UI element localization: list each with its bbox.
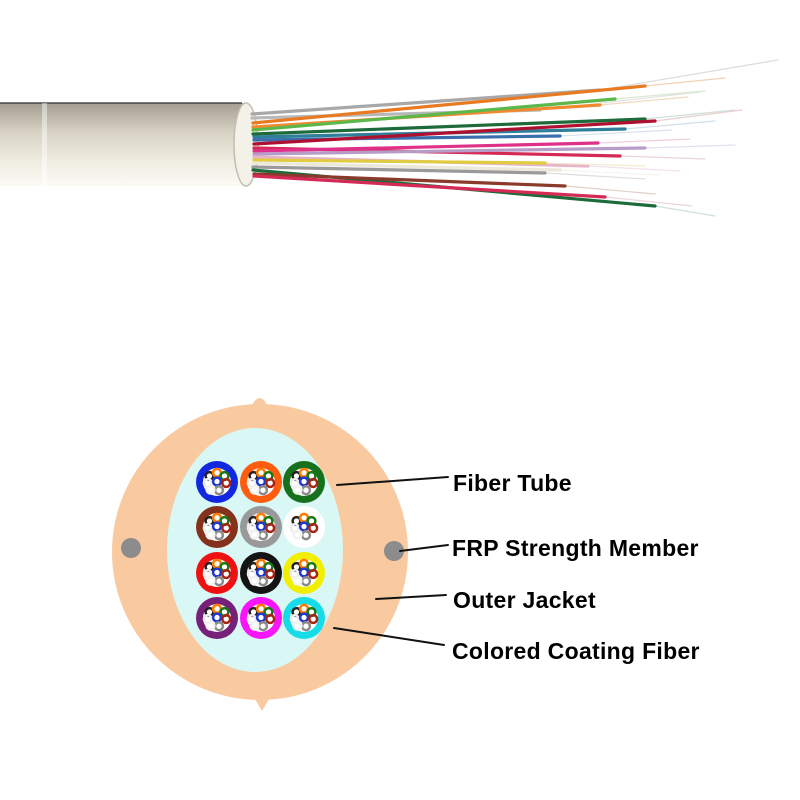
cable-seam-highlight xyxy=(42,103,47,186)
label-colored-coating-fiber: Colored Coating Fiber xyxy=(452,638,700,664)
colored-fiber-strand xyxy=(251,117,647,136)
label-frp-strength-member: FRP Strength Member xyxy=(452,535,699,561)
label-fiber-tube: Fiber Tube xyxy=(453,470,572,496)
bare-fiber-tip xyxy=(559,169,661,176)
colored-coating-fiber-dot xyxy=(249,620,260,631)
colored-fiber-strand xyxy=(252,158,547,165)
colored-coating-fiber-dot xyxy=(308,477,319,489)
bare-fiber-tip xyxy=(544,172,646,180)
colored-coating-fiber-dot xyxy=(211,612,223,623)
colored-coating-fiber-dot xyxy=(249,484,260,495)
colored-coating-fiber-dot xyxy=(205,529,216,540)
leader-line xyxy=(399,544,449,552)
colored-coating-fiber-dot xyxy=(205,575,216,586)
colored-coating-fiber-dot xyxy=(265,477,276,489)
bare-fiber-tip xyxy=(564,185,656,195)
bare-fiber-tip xyxy=(644,109,736,120)
cable-top-edge xyxy=(0,102,242,104)
colored-fiber-strand xyxy=(252,141,600,153)
frp-strength-member-left xyxy=(121,538,141,558)
bare-fiber-tip xyxy=(544,162,646,167)
bare-fiber-tip xyxy=(619,155,706,160)
cable-jacket xyxy=(0,103,248,186)
colored-fiber-strand xyxy=(251,97,617,132)
jacket-bottom-notch xyxy=(255,699,269,711)
colored-coating-fiber-dot xyxy=(298,476,310,487)
bare-fiber-tip xyxy=(587,165,681,172)
colored-coating-fiber-dot xyxy=(255,521,267,532)
bare-fiber-tip xyxy=(644,144,736,149)
bare-fiber-tip xyxy=(599,59,779,91)
frp-strength-member-right xyxy=(384,541,404,561)
leader-line xyxy=(333,627,445,646)
colored-coating-fiber-dot xyxy=(221,613,232,625)
bare-fiber-tip xyxy=(597,138,691,144)
colored-coating-fiber-dot xyxy=(205,484,216,495)
colored-coating-fiber-dot xyxy=(298,612,310,623)
jacket-top-notch xyxy=(252,398,267,405)
colored-coating-fiber-dot xyxy=(249,575,260,586)
colored-coating-fiber-dot xyxy=(255,612,267,623)
bare-fiber-tip xyxy=(654,205,716,217)
colored-coating-fiber-dot xyxy=(298,567,310,578)
colored-coating-fiber-dot xyxy=(292,575,303,586)
colored-coating-fiber-dot xyxy=(292,620,303,631)
colored-fiber-strand xyxy=(252,146,647,156)
colored-coating-fiber-dot xyxy=(211,476,223,487)
bare-fiber-tip xyxy=(599,96,689,106)
bare-fiber-tip xyxy=(559,129,673,137)
label-outer-jacket: Outer Jacket xyxy=(453,587,596,613)
colored-coating-fiber-dot xyxy=(265,613,276,625)
colored-fiber-strand xyxy=(252,174,607,199)
leader-line xyxy=(375,594,447,600)
colored-fiber-strand xyxy=(251,161,562,172)
colored-coating-fiber-dot xyxy=(221,522,232,534)
colored-fiber-strand xyxy=(250,88,602,116)
colored-coating-fiber-dot xyxy=(211,567,223,578)
colored-coating-fiber-dot xyxy=(221,568,232,580)
colored-coating-fiber-dot xyxy=(211,521,223,532)
colored-coating-fiber-dot xyxy=(255,476,267,487)
colored-coating-fiber-dot xyxy=(265,522,276,534)
leader-line xyxy=(336,476,449,486)
colored-coating-fiber-dot xyxy=(308,613,319,625)
bare-fiber-tip xyxy=(654,109,743,122)
bare-fiber-tip xyxy=(614,90,706,100)
colored-coating-fiber-dot xyxy=(292,529,303,540)
colored-fiber-strand xyxy=(252,119,657,146)
bare-fiber-tip xyxy=(644,77,726,87)
colored-coating-fiber-dot xyxy=(308,522,319,534)
colored-fiber-strand xyxy=(252,134,562,142)
colored-coating-fiber-dot xyxy=(255,567,267,578)
colored-fiber-strand xyxy=(252,172,567,188)
bare-fiber-tip xyxy=(624,120,716,130)
colored-fiber-strand xyxy=(251,84,647,125)
colored-coating-fiber-dot xyxy=(292,484,303,495)
colored-coating-fiber-dot xyxy=(298,521,310,532)
colored-coating-fiber-dot xyxy=(308,568,319,580)
colored-fiber-strand xyxy=(251,165,547,175)
bare-fiber-tip xyxy=(604,196,693,207)
colored-coating-fiber-dot xyxy=(221,477,232,489)
colored-coating-fiber-dot xyxy=(265,568,276,580)
colored-coating-fiber-dot xyxy=(205,620,216,631)
colored-coating-fiber-dot xyxy=(249,529,260,540)
